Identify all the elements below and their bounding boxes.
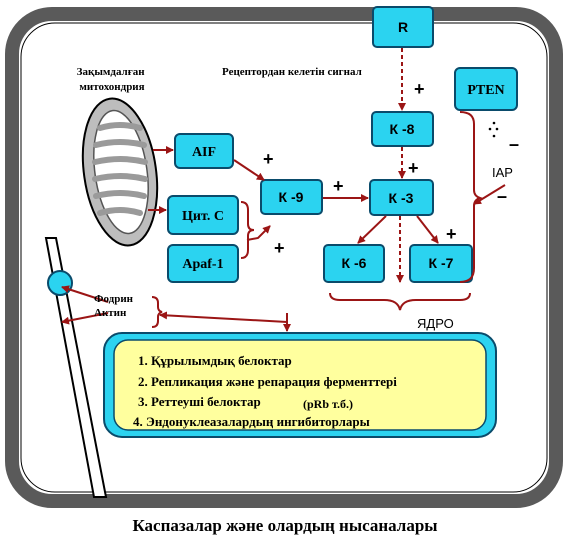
node-k9: К -9 — [260, 179, 323, 215]
mitochondria-label: Зақымдалған митохондрия — [77, 66, 148, 93]
svg-text:К -9: К -9 — [279, 189, 304, 205]
svg-text:К -8: К -8 — [390, 121, 415, 137]
cytoskeleton-rod — [44, 237, 108, 498]
fodrin-label: Фодрин — [94, 293, 134, 305]
arrow-bracket-k9 — [246, 225, 271, 241]
fodrin-actin-node — [47, 270, 73, 296]
svg-text:Apaf-1: Apaf-1 — [182, 257, 223, 272]
node-R: R — [372, 6, 434, 48]
node-AIF: AIF — [174, 133, 234, 169]
svg-text:К -3: К -3 — [389, 190, 414, 206]
arrow-to-actin — [61, 312, 109, 325]
bracket-right — [459, 111, 484, 283]
plus-sign-k3-k7: + — [446, 224, 457, 244]
cell-membrane-inner — [20, 22, 548, 493]
node-cytc: Цит. С — [167, 195, 239, 235]
pten-dots — [488, 121, 499, 138]
arrow-to-fodrin-actin — [159, 311, 288, 323]
bracket-cytc-apaf — [240, 201, 255, 259]
mitochondrion-icon — [81, 97, 159, 247]
minus-sign-iap: – — [497, 186, 507, 206]
bracket-bottom — [329, 292, 471, 311]
node-PTEN: PTEN — [454, 67, 518, 111]
cell-wall — [5, 7, 563, 508]
plus-sign-k9-k3: + — [333, 176, 344, 196]
plus-sign-r-k8: + — [414, 79, 425, 99]
svg-text:К -7: К -7 — [429, 255, 454, 271]
target-item-3-note: (pRb т.б.) — [303, 397, 353, 411]
plus-sign-k8-k3: + — [408, 158, 419, 178]
iap-label: IAP — [492, 165, 513, 180]
node-k7: К -7 — [409, 244, 473, 283]
svg-text:PTEN: PTEN — [467, 83, 504, 98]
target-item-4: 4. Эндонуклеазалардың ингибиторлары — [133, 414, 370, 429]
target-item-3: 3. Реттеуші белоктар — [138, 394, 261, 409]
node-k3: К -3 — [369, 179, 434, 216]
brackets — [151, 111, 484, 328]
arrows — [61, 48, 506, 332]
minus-sign-pten: – — [509, 134, 519, 154]
bracket-fodrin — [151, 296, 163, 328]
arrow-iap — [473, 184, 506, 205]
nucleus-inner — [113, 339, 487, 431]
target-item-2: 2. Репликация және репарация ферменттері — [138, 374, 397, 389]
node-k8: К -8 — [371, 111, 434, 147]
arrow-AIF-k9 — [233, 159, 265, 181]
arrow-k3-k7 — [416, 215, 439, 244]
target-item-1: 1. Құрылымдық белоктар — [138, 353, 292, 368]
svg-text:AIF: AIF — [192, 145, 216, 160]
arrow-to-fodrin — [61, 285, 109, 303]
svg-text:К -6: К -6 — [342, 255, 367, 271]
arrow-k3-k6 — [357, 215, 387, 244]
node-k6: К -6 — [323, 244, 385, 283]
receptor-signal-label: Рецептордан келетін сигнал — [222, 66, 362, 78]
nucleus-label: ЯДРО — [417, 316, 454, 331]
node-apaf1: Apaf-1 — [167, 244, 239, 283]
plus-sign-apaf-k9: + — [274, 238, 285, 258]
svg-text:Цит. С: Цит. С — [182, 209, 224, 224]
caption: Каспазалар және олардың нысаналары — [132, 516, 437, 535]
actin-label: Актин — [94, 307, 127, 319]
svg-text:R: R — [398, 19, 408, 35]
plus-sign-aif-k9: + — [263, 149, 274, 169]
